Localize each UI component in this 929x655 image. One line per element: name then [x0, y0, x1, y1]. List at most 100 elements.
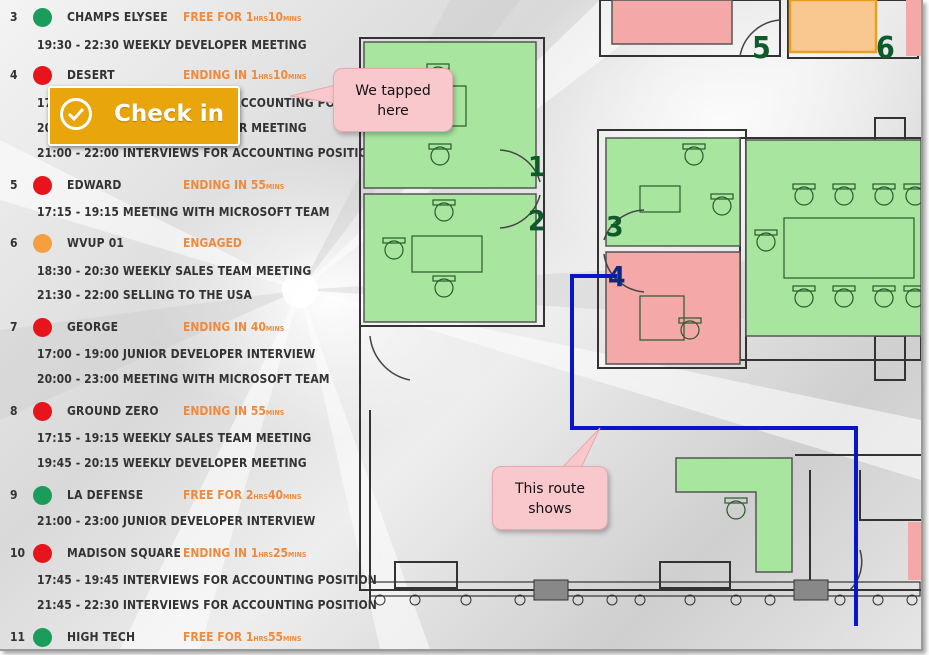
room-name: CHAMPS ELYSEE — [67, 10, 168, 24]
chair-back — [682, 143, 706, 150]
chair-icon — [794, 288, 814, 308]
status-unit: HRS — [253, 635, 268, 643]
wall-column — [764, 594, 776, 606]
wall-column — [572, 594, 584, 606]
status-main: FREE FOR 2 — [183, 488, 254, 502]
room-name: LA DEFENSE — [67, 488, 144, 502]
room-number: 3 — [10, 10, 18, 24]
status-number: 55 — [268, 630, 284, 644]
meeting-entry: 17:00 - 19:00 JUNIOR DEVELOPER INTERVIEW — [37, 347, 316, 361]
room-number: 11 — [10, 630, 26, 644]
chair-icon — [834, 186, 854, 206]
wall-column — [606, 594, 618, 606]
status-unit: MINS — [265, 183, 285, 191]
status-dot-icon — [33, 628, 52, 647]
status-main: ENGAGED — [183, 236, 242, 250]
wall-column — [872, 594, 884, 606]
route-path — [570, 274, 858, 626]
room-4-area[interactable] — [605, 251, 741, 365]
status-unit: MINS — [288, 73, 307, 81]
room-label-5: 5 — [752, 31, 771, 66]
status-dot-icon — [33, 486, 52, 505]
room-5-area[interactable] — [611, 0, 733, 45]
chair-back — [432, 275, 456, 282]
chair-icon — [874, 186, 894, 206]
status-unit: MINS — [265, 325, 285, 333]
status-dot-icon — [33, 234, 52, 253]
callout-tapped-here: We tapped here — [333, 68, 453, 132]
chair-icon — [756, 232, 776, 252]
status-unit: MINS — [283, 493, 302, 501]
chair-back — [710, 193, 734, 200]
chair-back — [432, 199, 456, 206]
status-number: 40 — [268, 488, 284, 502]
meeting-entry: 20:00 - 23:00 MEETING WITH MICROSOFT TEA… — [37, 372, 330, 386]
chair-back — [792, 285, 816, 292]
status-unit: MINS — [265, 409, 285, 417]
room-number: 5 — [10, 178, 18, 192]
chair-icon — [684, 146, 704, 166]
status-dot-icon — [33, 176, 52, 195]
room-6-area[interactable] — [788, 0, 878, 54]
chair-back — [754, 229, 778, 236]
room-3-area[interactable] — [605, 137, 741, 247]
status-main: FREE FOR 1 — [183, 10, 254, 24]
chair-back — [903, 183, 921, 190]
callout-route-line-1: This route — [514, 481, 586, 497]
status-number: 10 — [268, 10, 284, 24]
meeting-entry: 21:45 - 22:30 INTERVIEWS FOR ACCOUNTING … — [37, 598, 377, 612]
room-number: 6 — [10, 236, 18, 250]
status-unit: MINS — [283, 635, 302, 643]
room-status: ENDING IN 55MINS — [183, 178, 284, 192]
status-main: FREE FOR 1 — [183, 630, 254, 644]
meeting-entry: 21:00 - 23:00 JUNIOR DEVELOPER INTERVIEW — [37, 514, 316, 528]
chair-back — [832, 285, 856, 292]
chair-icon — [874, 288, 894, 308]
room-status: FREE FOR 1HRS55MINS — [183, 630, 301, 644]
room-label-3: 3 — [606, 210, 624, 243]
chair-icon — [726, 500, 746, 520]
callout-route-shows: This route shows — [492, 466, 608, 530]
status-main: ENDING IN 1 — [183, 546, 259, 560]
chair-icon — [712, 196, 732, 216]
room-name: EDWARD — [67, 178, 122, 192]
chair-icon — [834, 288, 854, 308]
room-number: 7 — [10, 320, 18, 334]
chair-icon — [384, 240, 404, 260]
chair-icon — [434, 278, 454, 298]
status-main: ENDING IN 55 — [183, 178, 266, 192]
room-row[interactable]: 5 EDWARD ENDING IN 55MINS — [0, 174, 330, 196]
room-status: ENDING IN 55MINS — [183, 404, 284, 418]
status-unit: MINS — [283, 15, 302, 23]
wall-column — [906, 594, 918, 606]
meeting-entry: 17:15 - 19:15 WEEKLY SALES TEAM MEETING — [37, 431, 312, 445]
room-row[interactable]: 3 CHAMPS ELYSEE FREE FOR 1HRS10MINS — [0, 6, 330, 28]
checkmark-icon — [60, 98, 92, 130]
check-in-label: Check in — [114, 101, 225, 127]
chair-icon — [905, 288, 921, 308]
status-unit: HRS — [258, 73, 274, 81]
room-status: ENDING IN 1HRS10MINS — [183, 68, 306, 82]
status-dot-icon — [33, 8, 52, 27]
room-status: FREE FOR 1HRS10MINS — [183, 10, 301, 24]
check-in-button[interactable]: Check in — [48, 86, 240, 146]
status-dot-icon — [33, 402, 52, 421]
wall-column — [730, 594, 742, 606]
chair-icon — [430, 146, 450, 166]
room-status: ENDING IN 40MINS — [183, 320, 284, 334]
floor-plan-wall-strip — [369, 579, 921, 606]
wall-column — [374, 594, 386, 606]
chair-back — [832, 183, 856, 190]
chair-back — [872, 183, 896, 190]
room-2-area[interactable] — [363, 193, 537, 323]
